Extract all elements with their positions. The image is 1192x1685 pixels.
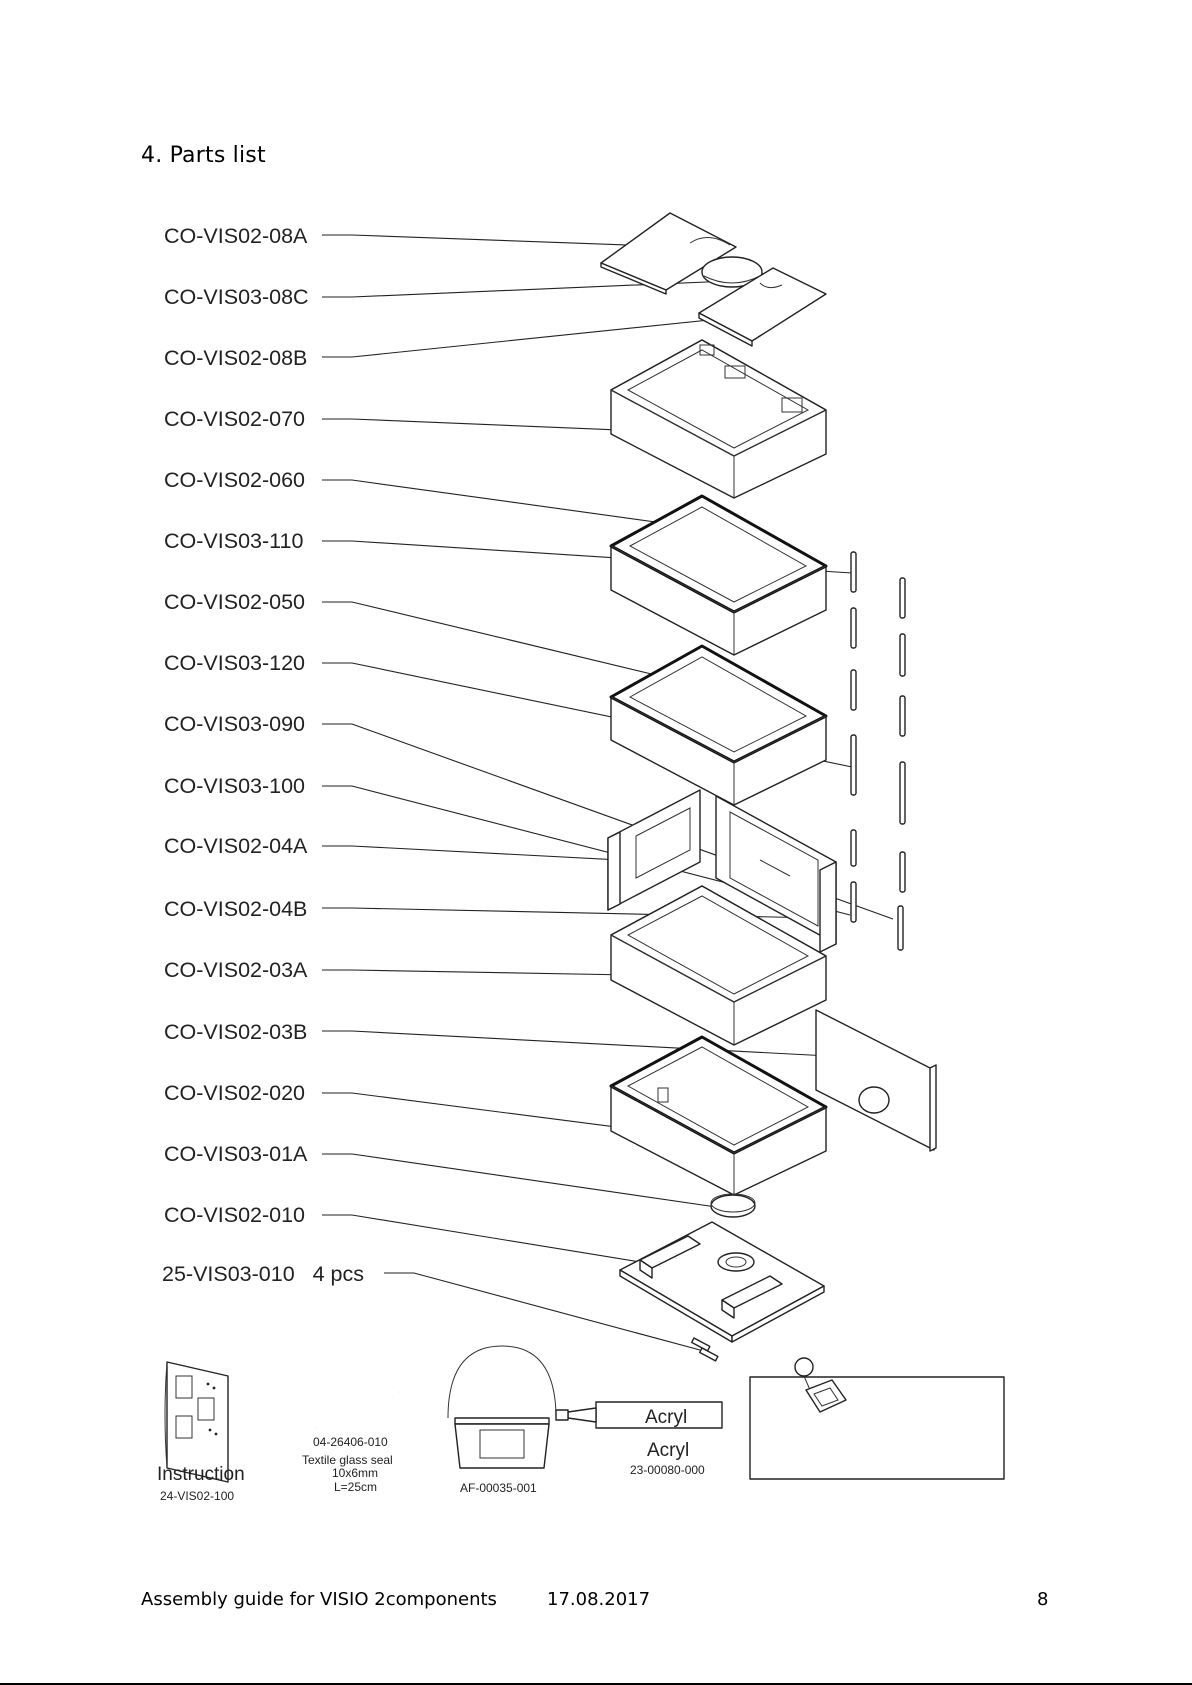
seal-line-3: L=25cm (334, 1480, 377, 1494)
part-label: CO-VIS02-04B (164, 897, 307, 921)
top-plate-08b (698, 267, 827, 347)
instruction-title: Instruction (157, 1464, 245, 1485)
footer-document-title: Assembly guide for VISIO 2components (141, 1589, 497, 1610)
part-label: CO-VIS02-08B (164, 346, 307, 370)
acryl-tube: Acryl Acryl 23-00080-000 (555, 1401, 723, 1477)
seal-strips (850, 551, 906, 951)
part-label: CO-VIS02-04A (164, 834, 308, 858)
bottom-rule (0, 1683, 1192, 1685)
section-title: 4. Parts list (141, 143, 266, 168)
seal-line-1: Textile glass seal (302, 1453, 393, 1467)
box-03a (610, 885, 827, 1046)
part-label: CO-VIS03-090 (164, 712, 305, 736)
seal-line-2: 10x6mm (332, 1466, 378, 1480)
box-020 (609, 1035, 828, 1196)
back-panel-03b (815, 1009, 937, 1152)
part-label: 25-VIS03-010 4 pcs (162, 1262, 364, 1286)
acryl-code: 23-00080-000 (630, 1463, 705, 1477)
bucket-code: AF-00035-001 (460, 1481, 537, 1495)
instruction-booklet: Instruction 24-VIS02-100 (157, 1361, 245, 1503)
part-labels: CO-VIS02-08A CO-VIS03-08C CO-VIS02-08B C… (162, 224, 364, 1286)
footer-page-number: 8 (1037, 1589, 1049, 1610)
top-plate-08a (600, 212, 737, 295)
seal-code: 04-26406-010 (313, 1435, 388, 1449)
tool-box (749, 1357, 1005, 1480)
frame-060 (609, 494, 828, 656)
part-label: CO-VIS02-060 (164, 468, 305, 492)
paint-bucket: AF-00035-001 (447, 1345, 557, 1495)
footer-date: 17.08.2017 (547, 1589, 651, 1610)
part-label: CO-VIS02-08A (164, 224, 308, 248)
frame-050 (609, 644, 828, 806)
leader-lines (322, 234, 894, 1351)
part-label: CO-VIS03-120 (164, 651, 305, 675)
glass-panel-04b (715, 795, 837, 953)
part-label: CO-VIS02-050 (164, 590, 305, 614)
textile-seal: 04-26406-010 Textile glass seal 10x6mm L… (302, 1391, 400, 1494)
instruction-code: 24-VIS02-100 (160, 1489, 234, 1503)
part-label: CO-VIS03-08C (164, 285, 309, 309)
part-label: CO-VIS02-070 (164, 407, 305, 431)
glass-panel-04a (607, 789, 701, 911)
part-label: CO-VIS02-03B (164, 1020, 307, 1044)
part-label: CO-VIS03-100 (164, 774, 305, 798)
round-part-01a (710, 1193, 756, 1218)
part-label: CO-VIS02-010 (164, 1203, 305, 1227)
part-label: CO-VIS03-110 (164, 529, 303, 553)
frame-070 (610, 339, 827, 499)
part-label: CO-VIS02-020 (164, 1081, 305, 1105)
round-lid-08c (701, 256, 763, 288)
base-010 (619, 1221, 825, 1343)
screws (690, 1337, 719, 1362)
part-label: CO-VIS02-03A (164, 958, 308, 982)
part-label: CO-VIS03-01A (164, 1142, 308, 1166)
acryl-tube-text: Acryl (645, 1407, 687, 1428)
acryl-title: Acryl (647, 1440, 689, 1461)
